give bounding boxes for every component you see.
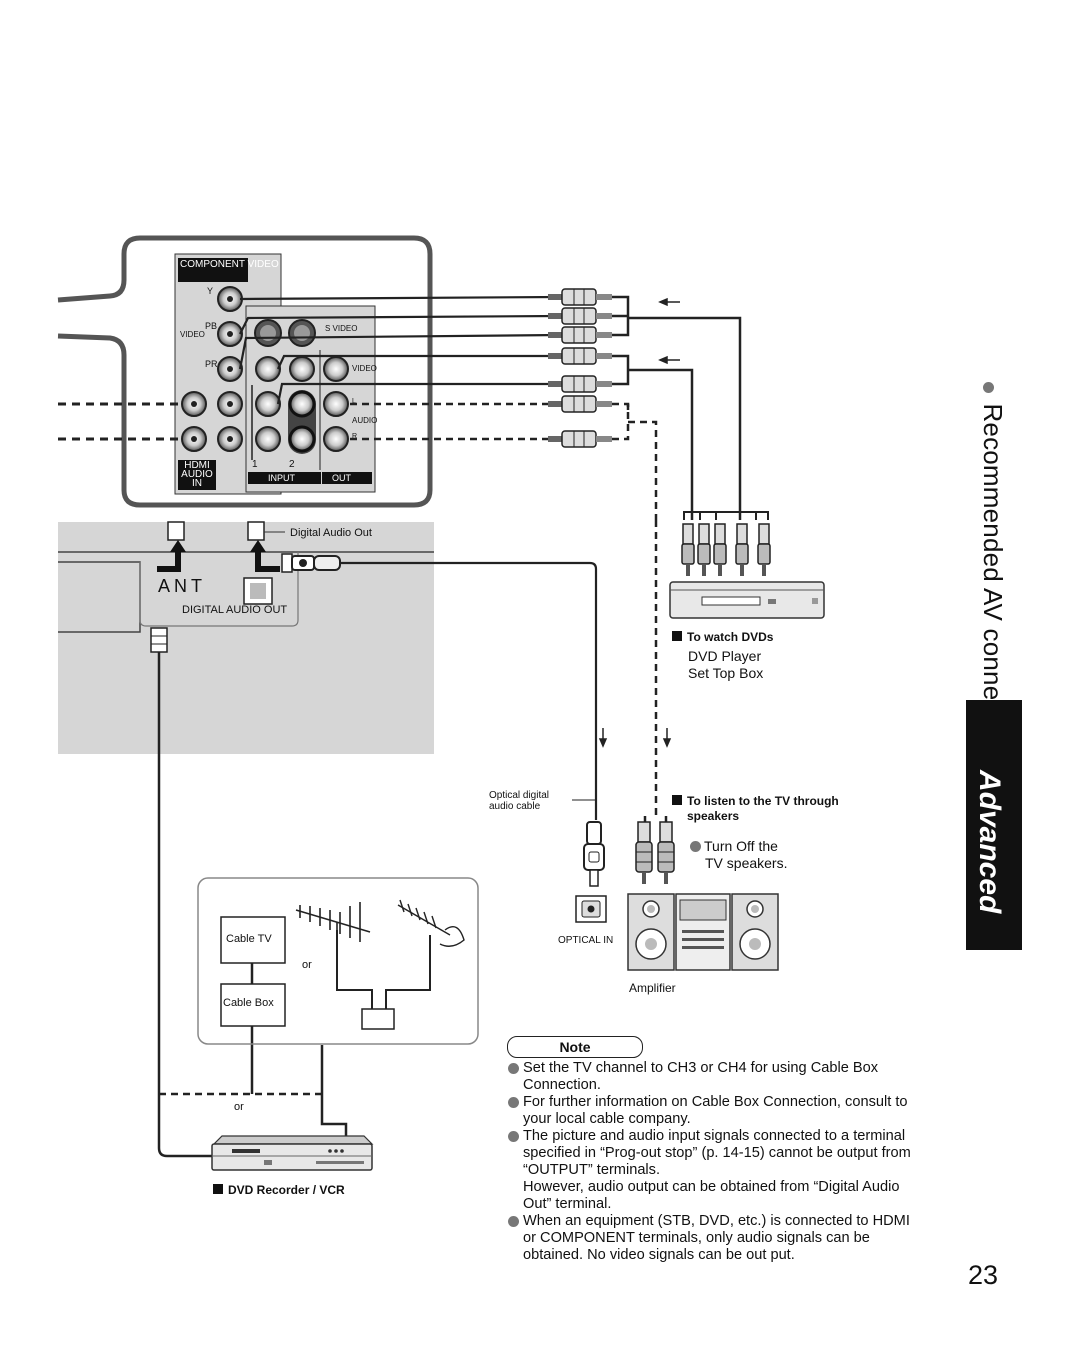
bullet-icon bbox=[508, 1131, 519, 1142]
rca-plugs bbox=[548, 288, 612, 448]
bullet-icon bbox=[690, 841, 701, 852]
dvd-heading: To watch DVDs bbox=[672, 630, 773, 644]
page-number: 23 bbox=[968, 1260, 999, 1290]
out-label: OUT bbox=[332, 473, 351, 483]
recorder-label-text: DVD Recorder / VCR bbox=[228, 1183, 345, 1197]
cable-tv-label: Cable TV bbox=[226, 933, 272, 945]
y-label: Y bbox=[207, 286, 214, 296]
bullet-icon bbox=[508, 1216, 519, 1227]
component-pr-jack[interactable] bbox=[217, 356, 243, 382]
tv-rear-panel bbox=[58, 521, 434, 754]
square-bullet-icon bbox=[672, 631, 682, 641]
turn-off-line2: TV speakers. bbox=[705, 855, 788, 871]
speaker-heading-line1: To listen to the TV through bbox=[687, 794, 839, 808]
note-line: However, audio output can be obtained fr… bbox=[523, 1179, 900, 1195]
optical-in-label: OPTICAL IN bbox=[558, 935, 614, 946]
digital-audio-out-label: DIGITAL AUDIO OUT bbox=[182, 604, 288, 616]
optical-cable-line1: Optical digital bbox=[489, 790, 550, 801]
component-audio-l-jack[interactable] bbox=[217, 391, 243, 417]
dvd-heading-text: To watch DVDs bbox=[687, 630, 774, 644]
bullet-icon bbox=[508, 1063, 519, 1074]
input-1-label: 1 bbox=[252, 459, 258, 470]
r-label: R bbox=[352, 433, 358, 440]
optical-in-jack[interactable] bbox=[575, 895, 607, 923]
note-item: For further information on Cable Box Con… bbox=[508, 1094, 948, 1111]
set-top-box-label: Set Top Box bbox=[688, 665, 764, 681]
pr-label: PR bbox=[205, 359, 218, 369]
hdmi-audio-in-label: HDMI AUDIO IN bbox=[181, 460, 213, 489]
hdmi-audio-r-jack[interactable] bbox=[181, 426, 207, 452]
note-title: Note bbox=[507, 1036, 643, 1058]
audio-rca-plugs-amp bbox=[635, 821, 675, 884]
note-item: Set the TV channel to CH3 or CH4 for usi… bbox=[508, 1060, 948, 1077]
tv-terminal-panel bbox=[174, 253, 376, 495]
note-line: Connection. bbox=[523, 1077, 601, 1093]
section-title: Recommended AV connections bbox=[968, 382, 1008, 769]
antenna-or-label: or bbox=[302, 959, 312, 971]
dvd-player bbox=[669, 581, 825, 619]
cable-box-label: Cable Box bbox=[223, 997, 274, 1009]
note-line: When an equipment (STB, DVD, etc.) is co… bbox=[523, 1213, 910, 1229]
note-line: specified in “Prog-out stop” (p. 14-15) … bbox=[523, 1145, 911, 1161]
audio-label: AUDIO bbox=[352, 416, 378, 425]
l-label: L bbox=[352, 398, 356, 405]
recorder-label: DVD Recorder / VCR bbox=[213, 1183, 345, 1197]
video-label: VIDEO bbox=[352, 364, 377, 373]
antenna-box bbox=[197, 877, 479, 1045]
pb-label: PB bbox=[205, 321, 218, 331]
speaker-heading-line2: speakers bbox=[687, 809, 740, 823]
amplifier-label: Amplifier bbox=[629, 981, 676, 995]
digital-audio-out-callout: Digital Audio Out bbox=[290, 527, 372, 539]
square-bullet-icon bbox=[672, 795, 682, 805]
recorder-or-label: or bbox=[234, 1101, 244, 1113]
bullet-icon bbox=[508, 1097, 519, 1108]
advanced-tab[interactable] bbox=[966, 700, 1022, 950]
s-video-label: S VIDEO bbox=[325, 324, 358, 333]
optical-cable-line2: audio cable bbox=[489, 801, 541, 812]
component-audio-r-jack[interactable] bbox=[217, 426, 243, 452]
note-line: For further information on Cable Box Con… bbox=[523, 1094, 908, 1110]
input-2-label: 2 bbox=[289, 459, 295, 470]
note-line: or COMPONENT terminals, only audio signa… bbox=[523, 1230, 870, 1246]
hdmi-audio-l-jack[interactable] bbox=[181, 391, 207, 417]
ant-label: ANT bbox=[158, 576, 206, 596]
note-line: “OUTPUT” terminals. bbox=[523, 1162, 661, 1178]
component-header: COMPONENT VIDEO INPUT bbox=[180, 259, 312, 270]
dvd-rca-plugs bbox=[681, 523, 771, 576]
video-side-label: VIDEO bbox=[180, 330, 205, 339]
note-line: Set the TV channel to CH3 or CH4 for usi… bbox=[523, 1060, 879, 1076]
coax-connector bbox=[150, 627, 168, 653]
tv-panel-frame bbox=[57, 235, 433, 508]
note-item: When an equipment (STB, DVD, etc.) is co… bbox=[508, 1213, 948, 1230]
input-label: INPUT bbox=[268, 473, 295, 483]
note-line: Out” terminal. bbox=[523, 1196, 612, 1212]
component-pb-jack[interactable] bbox=[217, 321, 243, 347]
note-line: obtained. No video signals can be out pu… bbox=[523, 1247, 795, 1263]
square-bullet-icon bbox=[213, 1184, 223, 1194]
component-y-jack[interactable] bbox=[217, 286, 243, 312]
turn-off-line1: Turn Off the bbox=[704, 838, 778, 854]
optical-plug-rear bbox=[281, 553, 341, 573]
note-line: your local cable company. bbox=[523, 1111, 691, 1127]
note-item: The picture and audio input signals conn… bbox=[508, 1128, 948, 1145]
note-line: The picture and audio input signals conn… bbox=[523, 1128, 906, 1144]
dvd-recorder bbox=[211, 1135, 374, 1171]
note-list: Set the TV channel to CH3 or CH4 for usi… bbox=[508, 1060, 948, 1264]
amplifier bbox=[627, 893, 779, 971]
dvd-player-label: DVD Player bbox=[688, 648, 762, 664]
optical-plug-amp bbox=[583, 821, 605, 887]
advanced-tab-label: Advanced bbox=[973, 770, 1006, 914]
bullet-icon bbox=[983, 382, 994, 393]
